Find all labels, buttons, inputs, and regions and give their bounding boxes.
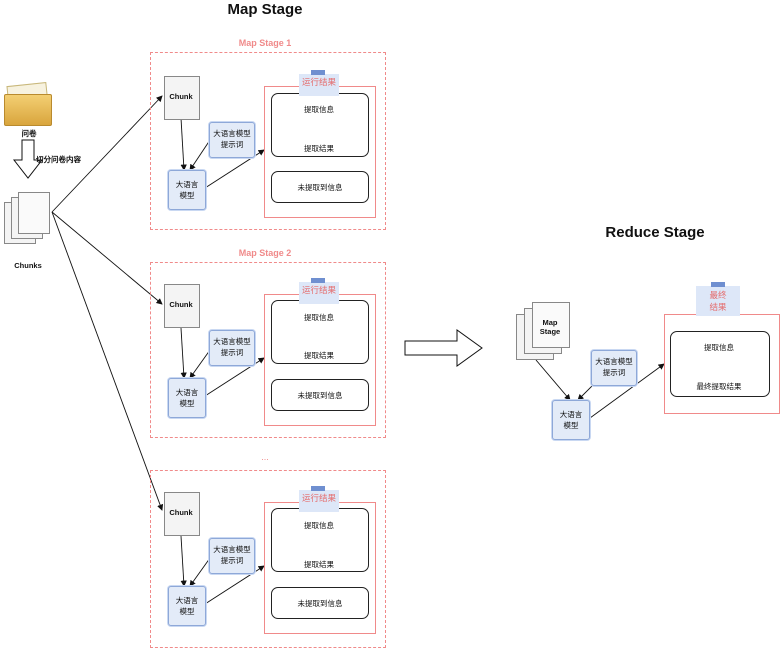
prompt-label: 大语言模型 提示词 — [213, 129, 251, 149]
llm-box: 大语言 模型 — [168, 170, 206, 210]
map-stage-block-title: Map Stage 2 — [238, 248, 292, 258]
extract-box — [271, 300, 369, 364]
map-stage-block-1 — [150, 52, 386, 230]
map-stage-block-2 — [150, 262, 386, 438]
final-result-note-label: 最终 结果 — [709, 290, 727, 312]
chunk-label: Chunk — [169, 92, 193, 101]
arrow-chunks-to-stage3 — [51, 211, 164, 511]
extract-result-label: 提取结果 — [304, 560, 334, 569]
prompt-box: 大语言模型 提示词 — [209, 330, 255, 366]
extract-info-label: 提取信息 — [304, 105, 334, 114]
llm-box: 大语言 模型 — [168, 586, 206, 626]
not-extracted-label: 未提取到信息 — [297, 391, 343, 400]
reduce-prompt-box: 大语言模型 提示词 — [591, 350, 637, 386]
run-result-label: 运行结果 — [301, 285, 336, 295]
map-stage-doc-label: Map Stage — [539, 318, 561, 336]
llm-box: 大语言 模型 — [168, 378, 206, 418]
chunks-label: Chunks — [14, 261, 42, 270]
reduce-stage-title: Reduce Stage — [605, 224, 705, 241]
reduce-extract-box — [670, 331, 770, 397]
prompt-box: 大语言模型 提示词 — [209, 538, 255, 574]
reduce-extract-info-label: 提取信息 — [704, 343, 734, 352]
extract-box — [271, 508, 369, 572]
folder-icon — [4, 81, 52, 126]
chunk-label: Chunk — [169, 300, 193, 309]
folder-label: 问卷 — [21, 129, 37, 138]
extract-result-label: 提取结果 — [304, 351, 334, 360]
not-extracted-box: 未提取到信息 — [271, 587, 369, 619]
not-extracted-label: 未提取到信息 — [297, 599, 343, 608]
chunk-doc — [164, 284, 200, 328]
prompt-label: 大语言模型 提示词 — [213, 545, 251, 565]
llm-label: 大语言 模型 — [175, 180, 199, 200]
not-extracted-box: 未提取到信息 — [271, 379, 369, 411]
split-down-arrow — [12, 139, 44, 179]
reduce-llm-label: 大语言 模型 — [559, 410, 583, 430]
chunk-doc — [164, 76, 200, 120]
prompt-box: 大语言模型 提示词 — [209, 122, 255, 158]
run-result-label: 运行结果 — [301, 493, 336, 503]
reduce-prompt-label: 大语言模型 提示词 — [595, 357, 633, 377]
not-extracted-box: 未提取到信息 — [271, 171, 369, 203]
map-to-reduce-arrow — [404, 329, 483, 367]
llm-label: 大语言 模型 — [175, 388, 199, 408]
arrow-chunks-to-stage1 — [51, 95, 163, 213]
run-result-note: 运行结果 — [299, 282, 339, 304]
run-result-label: 运行结果 — [301, 77, 336, 87]
map-stage-docs-icon — [516, 302, 572, 364]
note-tape — [311, 278, 325, 283]
reduce-llm-box: 大语言 模型 — [552, 400, 590, 440]
map-stage-block-title: Map Stage 1 — [238, 38, 292, 48]
extract-result-label: 提取结果 — [304, 144, 334, 153]
arrow-chunks-to-stage2 — [51, 211, 163, 305]
chunk-label: Chunk — [169, 508, 193, 517]
ellipsis: ... — [261, 452, 269, 462]
extract-info-label: 提取信息 — [304, 521, 334, 530]
not-extracted-label: 未提取到信息 — [297, 183, 343, 192]
note-tape — [311, 70, 325, 75]
map-stage-title: Map Stage — [227, 1, 303, 18]
split-label: 切分问卷内容 — [36, 155, 81, 164]
note-tape — [711, 282, 725, 287]
extract-info-label: 提取信息 — [304, 313, 334, 322]
run-result-note: 运行结果 — [299, 74, 339, 96]
final-result-note: 最终 结果 — [696, 286, 740, 316]
map-stage-block-3 — [150, 470, 386, 648]
final-result-label: 最终提取结果 — [696, 382, 742, 391]
chunk-doc — [164, 492, 200, 536]
run-result-note: 运行结果 — [299, 490, 339, 512]
llm-label: 大语言 模型 — [175, 596, 199, 616]
prompt-label: 大语言模型 提示词 — [213, 337, 251, 357]
note-tape — [311, 486, 325, 491]
chunks-docs-icon — [4, 192, 52, 254]
